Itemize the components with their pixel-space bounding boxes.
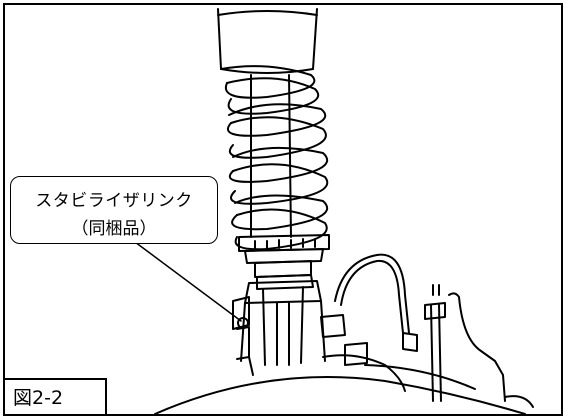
- coil-spring: [220, 65, 329, 251]
- suspension-drawing: [134, 8, 534, 414]
- brake-hose: [320, 253, 506, 402]
- damper-lower-body: [232, 280, 326, 376]
- hub-knuckle: [154, 364, 534, 414]
- callout-leader-line: [134, 241, 242, 322]
- figure-frame: スタビライザリンク （同梱品） 図2-2: [3, 3, 563, 416]
- spring-seat: [238, 234, 330, 290]
- damper-upper-body: [217, 8, 318, 74]
- stabilizer-link-callout: スタビライザリンク （同梱品）: [10, 176, 218, 244]
- callout-part-name: スタビライザリンク: [35, 191, 193, 211]
- figure-number-label: 図2-2: [5, 378, 107, 414]
- callout-included-note: （同梱品）: [71, 219, 157, 239]
